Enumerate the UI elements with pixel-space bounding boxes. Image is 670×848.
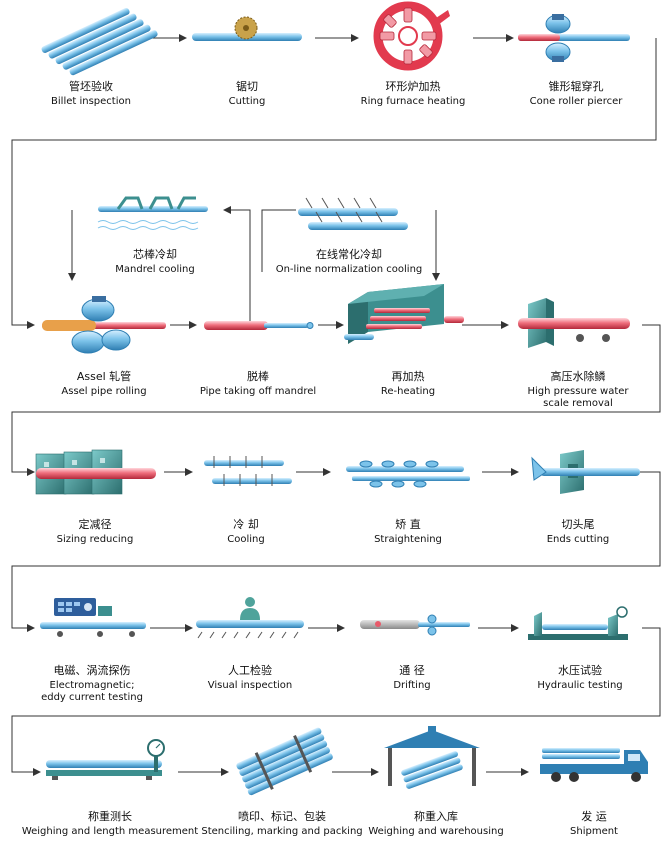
step-17-zh: 通 径 [399, 664, 425, 677]
step-5-zh: 芯棒冷却 [133, 247, 177, 261]
step-9-zh: 再加热 [392, 370, 425, 383]
cooling-bed-icon [204, 456, 292, 486]
hydraulic-test-icon [528, 606, 628, 640]
step-21-en: Weighing and warehousing [368, 826, 503, 837]
step-6-zh: 在线常化冷却 [316, 247, 382, 261]
drift-icon [360, 614, 470, 636]
reheating-furnace-icon [344, 284, 464, 344]
step-1-en: Billet inspection [51, 96, 131, 107]
step-1-zh: 管坯验收 [69, 79, 113, 93]
step-8-zh: 脱棒 [247, 369, 269, 383]
step-2-zh: 锯切 [236, 79, 258, 93]
step-10-en-2: scale removal [543, 398, 613, 409]
eddy-current-icon [40, 598, 146, 637]
mandrel-removal-icon [204, 321, 314, 330]
step-15-en-2: eddy current testing [41, 692, 143, 703]
step-10-zh: 高压水除鳞 [551, 369, 606, 383]
step-17-en: Drifting [393, 680, 430, 691]
descaling-icon [518, 298, 630, 348]
step-18-en: Hydraulic testing [537, 680, 622, 691]
step-10-en-1: High pressure water [527, 386, 629, 397]
normalization-icon [298, 197, 408, 230]
step-9-en: Re-heating [381, 386, 435, 397]
step-12-en: Cooling [227, 534, 264, 545]
step-13-en: Straightening [374, 534, 442, 545]
step-16-en: Visual inspection [208, 680, 293, 691]
sizing-mill-icon [35, 449, 156, 495]
warehouse-icon [384, 726, 480, 789]
step-8-en: Pipe taking off mandrel [200, 386, 316, 397]
step-15-en-1: Electromagnetic; [50, 680, 135, 691]
step-14-zh: 切头尾 [562, 518, 595, 531]
truck-icon [540, 748, 648, 782]
step-4-en: Cone roller piercer [530, 96, 624, 107]
step-22-en: Shipment [570, 826, 618, 837]
step-15-zh: 电磁、涡流探伤 [54, 663, 131, 677]
inspector-icon [196, 597, 304, 639]
billet-icon [41, 8, 158, 76]
straightener-icon [346, 460, 470, 488]
step-labels: 管坯验收 Billet inspection 锯切 Cutting 环形炉加热 … [22, 79, 630, 837]
mandrel-cooling-icon [97, 196, 208, 230]
step-18-zh: 水压试验 [558, 663, 602, 677]
step-21-zh: 称重入库 [414, 809, 458, 823]
step-16-zh: 人工检验 [228, 663, 272, 677]
step-3-en: Ring furnace heating [361, 96, 466, 107]
step-11-zh: 定减径 [79, 517, 112, 531]
step-12-zh: 冷 却 [233, 518, 259, 531]
step-6-en: On-line normalization cooling [276, 264, 423, 275]
saw-icon [192, 16, 302, 41]
step-13-zh: 矫 直 [395, 517, 421, 531]
scale-icon [46, 739, 165, 780]
step-3-zh: 环形炉加热 [386, 80, 441, 93]
step-7-zh: Assel 轧管 [77, 369, 131, 383]
step-5-en: Mandrel cooling [115, 264, 194, 275]
flow-arrows [11, 34, 661, 776]
step-11-en: Sizing reducing [57, 534, 134, 545]
step-4-zh: 锥形辊穿孔 [549, 79, 604, 93]
ring-furnace-icon [373, 1, 450, 71]
step-14-en: Ends cutting [547, 534, 610, 545]
bundle-icon [236, 727, 333, 796]
step-20-zh: 喷印、标记、包装 [238, 809, 326, 823]
step-2-en: Cutting [229, 96, 266, 107]
step-20-en: Stenciling, marking and packing [201, 826, 362, 837]
step-22-zh: 发 运 [581, 809, 607, 823]
step-19-zh: 称重测长 [88, 809, 132, 823]
step-7-en: Assel pipe rolling [61, 386, 146, 397]
assel-rolling-icon [42, 296, 166, 354]
end-cutter-icon [531, 450, 640, 494]
step-19-en: Weighing and length measurement [22, 826, 198, 837]
piercer-icon [518, 14, 630, 62]
